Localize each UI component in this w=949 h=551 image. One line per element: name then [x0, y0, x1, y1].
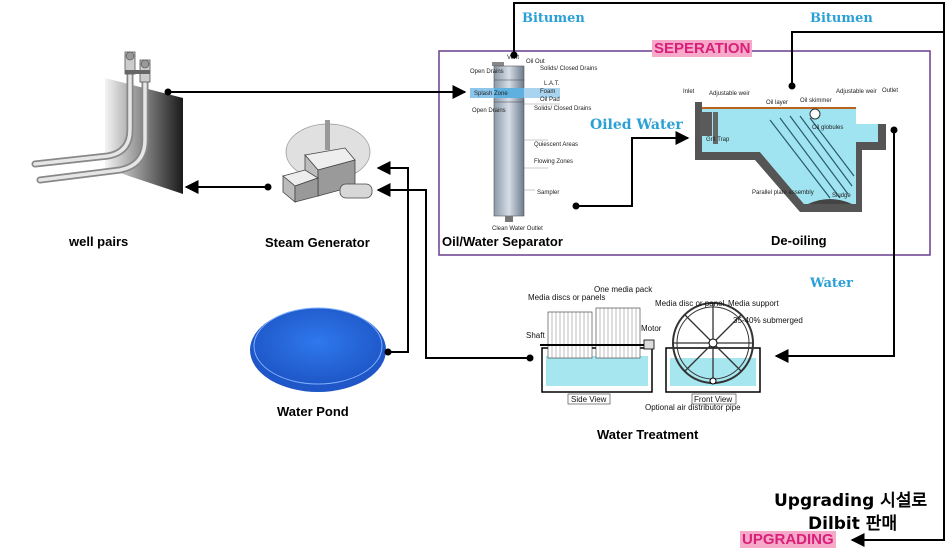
sep-clean-water-label: Clean Water Outlet — [492, 226, 543, 232]
bitumen-flow-label-right: Bitumen — [810, 11, 873, 26]
upgrading-note-line2: Dilbit 판매 — [808, 514, 898, 534]
de-oiling-illustration: Inlet Adjustable weir Oil layer Oil skim… — [683, 88, 898, 212]
separation-tag: SEPERATION — [652, 40, 753, 57]
flow-bitumen-separator — [513, 2, 945, 547]
water-treatment-illustration: Media discs or panels One media pack Sha… — [526, 285, 803, 412]
wt-optional-air-label: Optional air distributor pipe — [645, 403, 741, 412]
sep-flowing-label: Flowing Zones — [534, 159, 573, 165]
upgrading-note-line1: Upgrading 시설로 — [774, 491, 928, 511]
wt-one-media-pack-label: One media pack — [594, 285, 653, 294]
wt-front-view-label: Front View — [694, 395, 732, 404]
steam-generator-label: Steam Generator — [265, 235, 370, 250]
wt-media-support-label: Media support — [728, 299, 779, 308]
deoil-oil-layer-label: Oil layer — [766, 100, 788, 106]
deoil-grit-trap-label: Grit Trap — [706, 137, 730, 143]
bitumen-flow-label-left: Bitumen — [522, 11, 585, 26]
flow-oiled-water — [576, 131, 690, 207]
deoil-sludge-label: Sludge — [832, 193, 851, 199]
wt-motor-label: Motor — [641, 324, 662, 333]
water-flow-label: Water — [810, 276, 854, 291]
deoil-weir-left-label: Adjustable weir — [709, 91, 750, 97]
well-pairs-label: well pairs — [69, 234, 129, 249]
well-pairs-illustration — [31, 51, 183, 194]
deoil-weir-right-label: Adjustable weir — [836, 89, 877, 95]
oiled-water-flow-label: Oiled Water — [590, 117, 683, 133]
water-pond-label: Water Pond — [277, 404, 349, 419]
sep-foam-label: Foam — [540, 89, 555, 95]
sep-quiescent-label: Quiescent Areas — [534, 142, 578, 148]
deoil-globules-label: Oil globules — [812, 125, 843, 131]
sep-open-drains2-label: Open Drains — [472, 108, 506, 114]
sep-lat-label: L.A.T. — [544, 81, 560, 87]
flow-nodes — [164, 51, 898, 362]
sep-oilpad-label: Oil Pad — [540, 97, 560, 103]
flow-lines — [168, 2, 945, 547]
flow-deoil-to-treatment — [774, 130, 895, 363]
deoil-skimmer-label: Oil skimmer — [800, 98, 832, 104]
wt-submerged-label: 35-40% submerged — [733, 316, 803, 325]
water-treatment-label: Water Treatment — [597, 427, 699, 442]
oil-water-separator-label: Oil/Water Separator — [442, 234, 563, 249]
wt-media-discs-label: Media discs or panels — [528, 293, 605, 302]
flow-treatment-to-steam — [376, 183, 530, 359]
deoil-parallel-plate-label: Parallel plate assembly — [752, 190, 814, 196]
sep-solids-top-label: Solids/ Closed Drains — [540, 66, 597, 72]
de-oiling-label: De-oiling — [771, 233, 827, 248]
oil-water-separator-illustration: Vent Oil Out Solids/ Closed Drains Open … — [470, 55, 597, 232]
deoil-outlet-label: Outlet — [882, 88, 898, 94]
water-pond-illustration — [250, 307, 386, 392]
flow-bitumen-deoiling — [791, 31, 944, 86]
sep-splash-label: Splash Zone — [474, 91, 508, 97]
wt-shaft-label: Shaft — [526, 331, 545, 340]
sep-solids-mid-label: Solids/ Closed Drains — [534, 106, 591, 112]
upgrading-tag: UPGRADING — [740, 531, 836, 548]
sep-sampler-label: Sampler — [537, 190, 559, 196]
steam-generator-illustration — [282, 120, 373, 203]
deoil-inlet-label: Inlet — [683, 89, 695, 95]
sep-open-drains-label: Open Drains — [470, 69, 504, 75]
flow-pond-to-steam — [376, 161, 409, 353]
sep-oil-out-label: Oil Out — [526, 59, 545, 65]
wt-media-disc-panel-label: Media disc or panel — [655, 299, 725, 308]
wt-side-view-label: Side View — [571, 395, 607, 404]
